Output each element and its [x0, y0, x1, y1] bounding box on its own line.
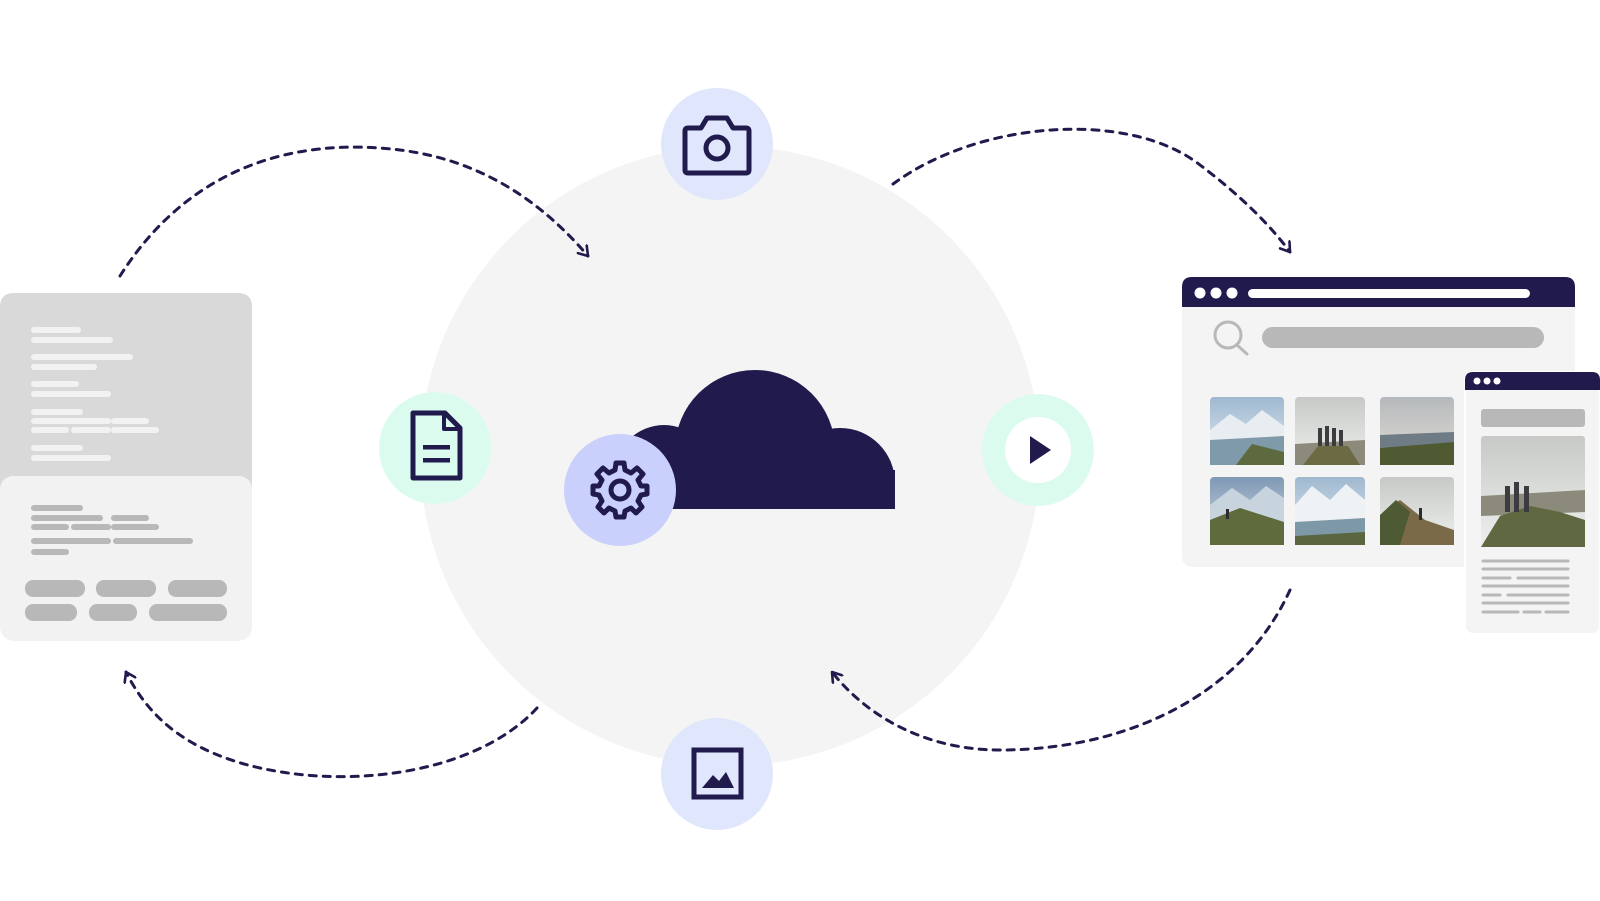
play-icon	[1030, 436, 1051, 464]
gear-badge	[564, 434, 676, 546]
mobile-window-dots	[1473, 377, 1501, 385]
arrow-document-to-cloud	[118, 145, 590, 278]
glacier-lake-photo	[1295, 477, 1365, 545]
browser-address-bar	[1248, 289, 1530, 298]
valley-hiker-photo	[1210, 477, 1284, 545]
arrow-cloud-to-document	[126, 670, 539, 779]
search-bar	[1262, 327, 1544, 348]
image-icon	[691, 747, 744, 800]
image-badge	[661, 718, 773, 830]
summit-climber-photo	[1380, 477, 1454, 545]
mobile-website	[1464, 371, 1600, 635]
camera-badge	[661, 88, 773, 200]
flow-arrows	[118, 127, 1292, 779]
gear-icon	[590, 460, 650, 520]
mobile-header-bar	[1481, 409, 1585, 427]
search-icon	[1213, 320, 1249, 356]
arrow-cloud-to-website	[891, 127, 1292, 254]
document-badge	[379, 392, 491, 504]
source-document	[0, 293, 252, 641]
mountain-lake-photo	[1210, 397, 1284, 465]
browser-window-dots	[1194, 287, 1238, 299]
camera-icon	[682, 115, 752, 176]
photo-gallery	[1210, 397, 1454, 545]
video-badge	[982, 394, 1094, 506]
document-button-rows	[25, 580, 227, 621]
celebrating-hikers-photo	[1295, 397, 1365, 465]
coastal-cliff-photo	[1380, 397, 1454, 465]
document-text-lines	[31, 327, 159, 461]
document-icon	[410, 410, 463, 481]
mobile-text-lines	[1481, 559, 1570, 614]
document-body-lines	[31, 505, 193, 555]
arrow-website-to-cloud	[830, 588, 1292, 752]
celebrating-hikers-photo	[1481, 436, 1585, 547]
